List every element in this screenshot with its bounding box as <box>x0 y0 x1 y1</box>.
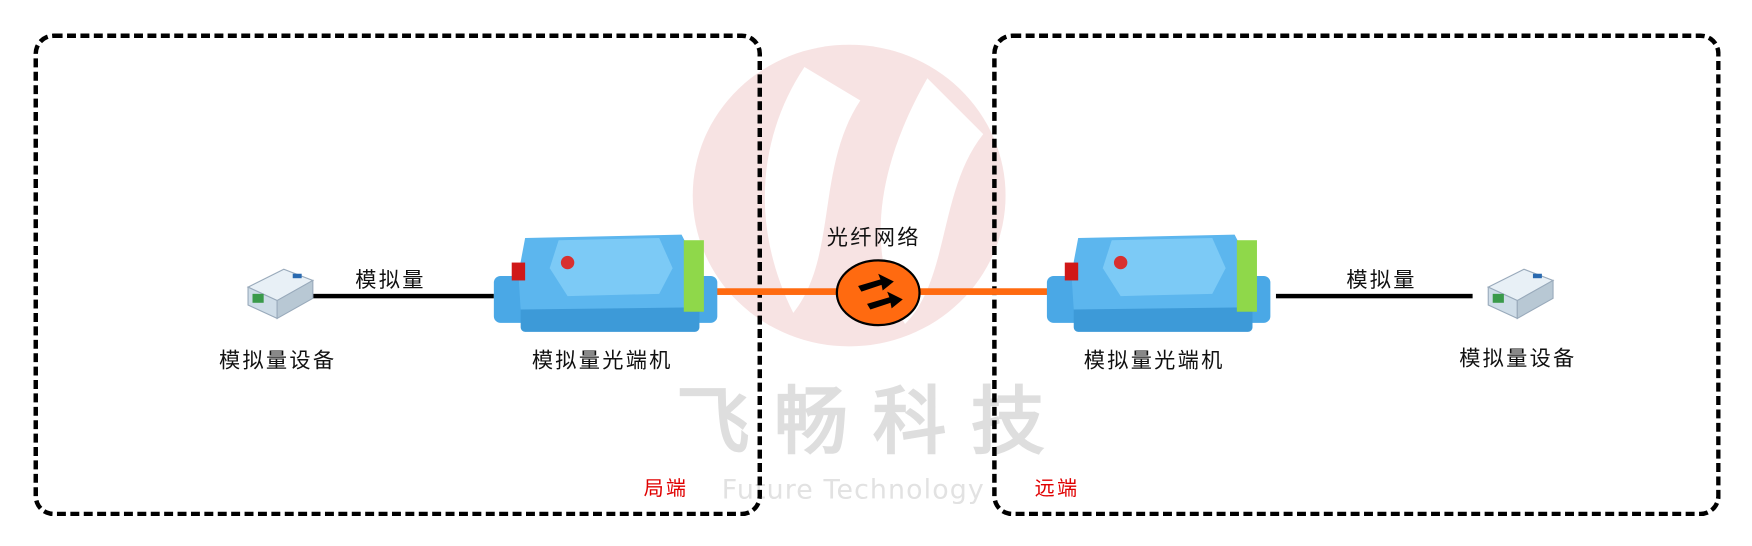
remote-side-label: 远端 <box>1034 477 1080 501</box>
remote-link-label: 模拟量 <box>1346 268 1417 293</box>
remote-side-box <box>992 33 1721 517</box>
local-link-label: 模拟量 <box>355 268 426 293</box>
fiber-link-local <box>715 288 841 295</box>
local-side-box <box>33 33 762 517</box>
local-converter-label: 模拟量光端机 <box>531 348 673 374</box>
fiber-link-remote <box>918 288 1051 295</box>
local-side-label: 局端 <box>643 477 689 501</box>
remote-device-label: 模拟量设备 <box>1459 346 1577 371</box>
watermark-logo <box>692 44 1006 347</box>
watermark-text-en: Future Technology <box>721 473 985 506</box>
analog-device-remote-icon <box>1486 268 1555 320</box>
optical-converter-local-icon <box>493 234 718 332</box>
local-device-label: 模拟量设备 <box>218 348 337 374</box>
network-label: 光纤网络 <box>826 225 921 251</box>
optical-converter-remote-icon <box>1046 234 1271 332</box>
analog-device-local-icon <box>246 268 315 320</box>
analog-link-remote <box>1275 293 1473 299</box>
fiber-network-icon <box>835 259 921 327</box>
analog-link-local <box>310 293 494 299</box>
watermark-text-cn: 飞畅科技 <box>675 378 1070 465</box>
remote-converter-label: 模拟量光端机 <box>1083 348 1225 374</box>
